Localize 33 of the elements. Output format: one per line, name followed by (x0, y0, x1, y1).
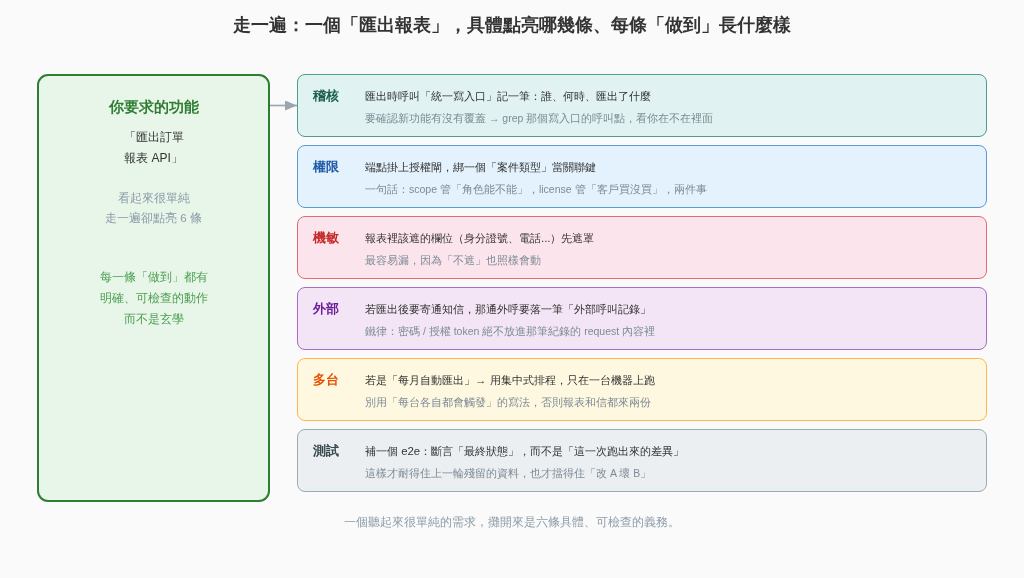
obligation-card (297, 287, 987, 350)
detail-text: 最容易漏，因為「不遮」也照樣會動 (365, 253, 541, 268)
obligation-card (297, 429, 987, 492)
detail-text: 要確認新功能有沒有覆蓋 → grep 那個寫入口的呼叫點，看你在不在裡面 (365, 111, 714, 126)
note-text: 走一遍卻點亮 6 條 (105, 211, 202, 226)
obligation-text: 若是「每月自動匯出」→ 用集中式排程，只在一台機器上跑 (365, 373, 655, 388)
obligation-text: 匯出時呼叫「統一寫入口」記一筆：誰、何時、匯出了什麼 (365, 89, 651, 104)
category-label: 權限 (313, 159, 339, 176)
category-label: 稽核 (313, 88, 339, 105)
obligation-text: 若匯出後要寄通知信，那通外呼要落一筆「外部呼叫記錄」 (365, 302, 651, 317)
feature-card (37, 74, 270, 502)
card-title: 你要求的功能 (108, 98, 199, 117)
arrow (269, 100, 298, 111)
obligation-text: 補一個 e2e：斷言「最終狀態」，而不是「這一次跑出來的差異」 (365, 444, 685, 459)
diagram-caption: 一個聽起來很單純的需求，攤開來是六條具體、可檢查的義務。 (344, 515, 680, 530)
feature-name: 「匯出訂單報表 API」 (122, 128, 185, 167)
category-label: 多台 (313, 372, 339, 389)
category-label: 外部 (313, 301, 339, 318)
obligation-text: 報表裡該遮的欄位（身分證號、電話...）先遮罩 (365, 231, 595, 246)
detail-text: 這樣才耐得住上一輪殘留的資料，也才擋得住「改 A 壞 B」 (365, 466, 652, 481)
obligation-card (297, 358, 987, 421)
summary-text: 每一條「做到」都有明確、可檢查的動作而不是玄學 (99, 269, 208, 327)
obligation-card (297, 216, 987, 279)
detail-text: 一句話：scope 管「角色能不能」，license 管「客戶買沒買」，兩件事 (365, 182, 707, 197)
obligation-card (297, 74, 987, 137)
diagram-title: 走一遍：一個「匯出報表」，具體點亮哪幾條、每條「做到」長什麼樣 (233, 14, 791, 36)
obligation-text: 端點掛上授權閘，綁一個「案件類型」當關聯鍵 (365, 160, 596, 175)
detail-text: 別用「每台各自都會觸發」的寫法，否則報表和信都來兩份 (365, 395, 651, 410)
detail-text: 鐵律：密碼 / 授權 token 絕不放進那筆紀錄的 request 內容裡 (365, 324, 656, 339)
category-label: 測試 (313, 443, 339, 460)
obligation-card (297, 145, 987, 208)
category-label: 機敏 (313, 230, 339, 247)
note-text: 看起來很單純 (117, 191, 190, 206)
